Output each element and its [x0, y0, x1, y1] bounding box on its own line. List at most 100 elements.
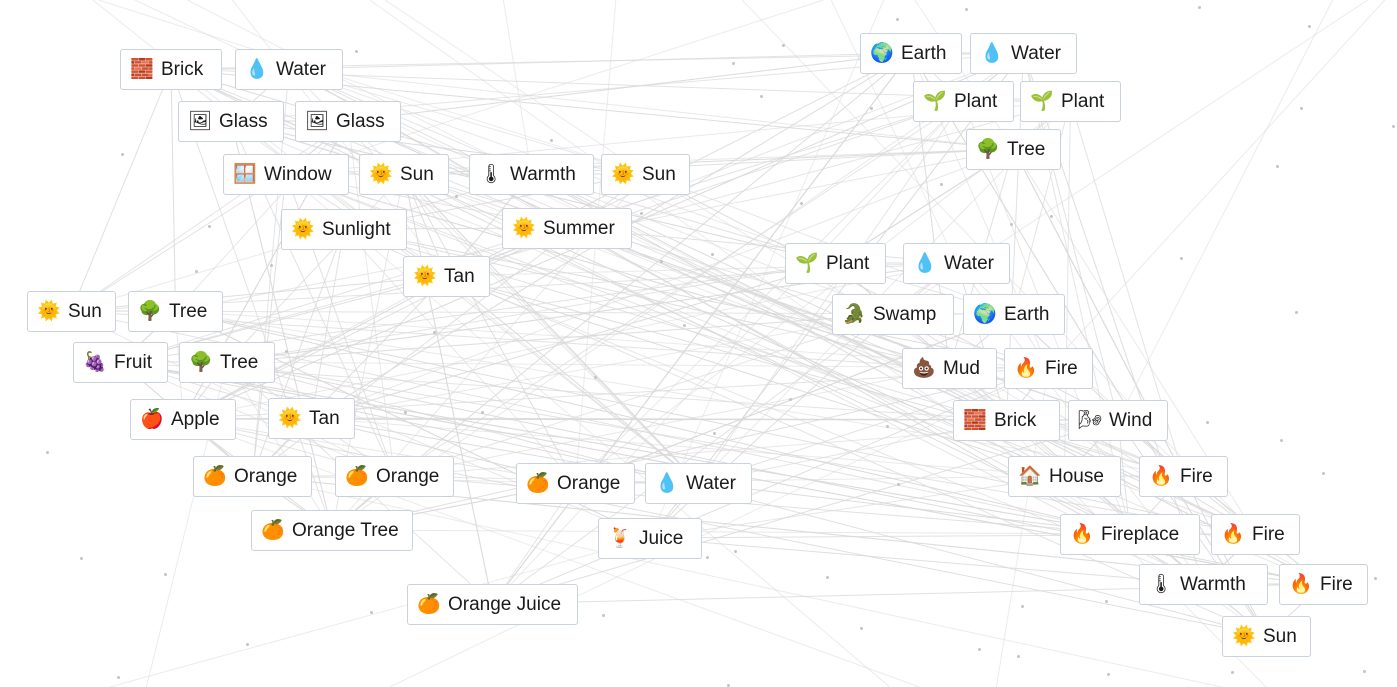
sun-icon: 🌞: [1232, 625, 1256, 647]
background-dot: [602, 614, 605, 617]
element-tile-fireplace[interactable]: 🔥Fireplace: [1060, 514, 1200, 555]
connection-line: [403, 173, 493, 605]
glass-icon: 🖼: [187, 110, 213, 132]
background-dot: [978, 648, 981, 651]
orange-icon: 🍊: [526, 472, 550, 494]
element-tile-sun[interactable]: 🌞Sun: [1222, 616, 1311, 657]
element-label: Orange Tree: [292, 519, 399, 541]
element-tile-glass[interactable]: 🖼Glass: [178, 101, 284, 142]
element-tile-tan[interactable]: 🌞Tan: [268, 398, 355, 439]
element-tile-earth[interactable]: 🌍Earth: [963, 294, 1065, 335]
background-dot: [734, 550, 737, 553]
background-dot: [481, 411, 484, 414]
connection-line: [175, 310, 1184, 477]
tree-icon: 🌳: [138, 300, 162, 322]
element-tile-house[interactable]: 🏠House: [1008, 456, 1121, 497]
element-tile-water[interactable]: 💧Water: [235, 49, 343, 90]
background-dot: [965, 8, 968, 11]
element-tile-plant[interactable]: 🌱Plant: [785, 243, 886, 284]
element-tile-tree[interactable]: 🌳Tree: [179, 342, 275, 383]
background-dot: [1295, 311, 1298, 314]
element-tile-tree[interactable]: 🌳 Tree: [128, 291, 223, 332]
element-tile-water[interactable]: 💧Water: [645, 463, 752, 504]
connection-line: [389, 367, 1049, 687]
element-tile-sun[interactable]: 🌞Sun: [601, 154, 690, 195]
element-tile-sunlight[interactable]: 🌞Sunlight: [281, 209, 407, 250]
element-tile-tan[interactable]: 🌞Tan: [403, 256, 490, 297]
connection-line: [446, 275, 699, 484]
element-tile-swamp[interactable]: 🐊Swamp: [832, 294, 954, 335]
element-tile-apple[interactable]: 🍎Apple: [130, 399, 236, 440]
element-tile-water[interactable]: 💧Water: [970, 33, 1077, 74]
element-tile-fire[interactable]: 🔥Fire: [1279, 564, 1368, 605]
background-dot: [727, 684, 730, 687]
connection-line: [288, 52, 912, 70]
element-tile-warmth[interactable]: 🌡Warmth: [469, 154, 594, 195]
background-dot: [870, 107, 873, 110]
element-tile-summer[interactable]: 🌞Summer: [502, 208, 632, 249]
element-tile-orange-juice[interactable]: 🍊Orange Juice: [407, 584, 578, 625]
background-dot: [711, 253, 714, 256]
element-tile-fire[interactable]: 🔥Fire: [1004, 348, 1093, 389]
element-tile-window[interactable]: 🪟Window: [223, 154, 349, 195]
background-dot: [1198, 6, 1201, 9]
connection-line: [226, 313, 894, 363]
element-tile-plant[interactable]: 🌱Plant: [1020, 81, 1121, 122]
connection-line: [226, 361, 1256, 535]
element-tile-warmth[interactable]: 🌡Warmth: [1139, 564, 1268, 605]
connection-line: [285, 0, 824, 175]
element-tile-orange-tree[interactable]: 🍊Orange Tree: [251, 510, 413, 551]
fire-icon: 🔥: [1014, 357, 1038, 379]
background-dot: [1050, 215, 1053, 218]
glass-icon: 🖼: [304, 110, 330, 132]
element-tile-water[interactable]: 💧Water: [903, 243, 1010, 284]
element-label: Window: [264, 163, 332, 185]
element-tile-orange[interactable]: 🍊Orange: [335, 456, 454, 497]
element-tile-sun[interactable]: 🌞Sun: [27, 291, 116, 332]
connection-line: [170, 68, 568, 229]
element-tile-tree[interactable]: 🌳Tree: [966, 129, 1061, 170]
element-tile-brick[interactable]: 🧱Brick: [953, 400, 1060, 441]
background-dot: [1363, 670, 1366, 673]
element-tile-fire[interactable]: 🔥Fire: [1211, 514, 1300, 555]
element-label: Fruit: [114, 351, 152, 373]
element-tile-juice[interactable]: 🍹Juice: [598, 518, 702, 559]
element-tile-sun[interactable]: 🌞Sun: [359, 154, 449, 195]
background-dot: [1300, 107, 1303, 110]
water-icon: 💧: [655, 472, 679, 494]
element-label: Tree: [169, 300, 208, 322]
background-dot: [940, 183, 943, 186]
element-tile-earth[interactable]: 🌍Earth: [860, 33, 962, 74]
background-dot: [660, 260, 663, 263]
element-tile-plant[interactable]: 🌱Plant: [913, 81, 1014, 122]
connection-line: [403, 173, 493, 605]
fire-icon: 🔥: [1289, 573, 1313, 595]
background-dot: [1280, 439, 1283, 442]
element-label: Sun: [400, 163, 434, 185]
element-label: Apple: [171, 408, 220, 430]
element-tile-fire[interactable]: 🔥Fire: [1139, 456, 1228, 497]
background-dot: [550, 139, 553, 142]
background-dot: [594, 376, 597, 379]
element-label: Tan: [444, 265, 475, 287]
element-tile-fruit[interactable]: 🍇Fruit: [73, 342, 168, 383]
element-tile-mud[interactable]: 💩Mud: [902, 348, 997, 389]
background-dot: [1231, 671, 1234, 674]
background-dot: [46, 451, 49, 454]
element-tile-orange[interactable]: 🍊Orange: [516, 463, 635, 504]
background-dot: [370, 611, 373, 614]
element-label: Orange Juice: [448, 593, 562, 615]
element-tile-glass[interactable]: 🖼Glass: [295, 101, 401, 142]
background-dot: [195, 270, 198, 273]
connection-line: [288, 68, 1204, 585]
background-dot: [732, 62, 735, 65]
connection-line: [956, 262, 1007, 421]
connection-line: [331, 367, 1049, 531]
brick-icon: 🧱: [963, 409, 987, 431]
background-dot: [1206, 421, 1209, 424]
element-tile-brick[interactable]: 🧱Brick: [120, 49, 222, 90]
element-tile-orange[interactable]: 🍊Orange: [193, 456, 312, 497]
plant-icon: 🌱: [795, 252, 819, 274]
element-tile-wind[interactable]: 🌬Wind: [1068, 400, 1168, 441]
